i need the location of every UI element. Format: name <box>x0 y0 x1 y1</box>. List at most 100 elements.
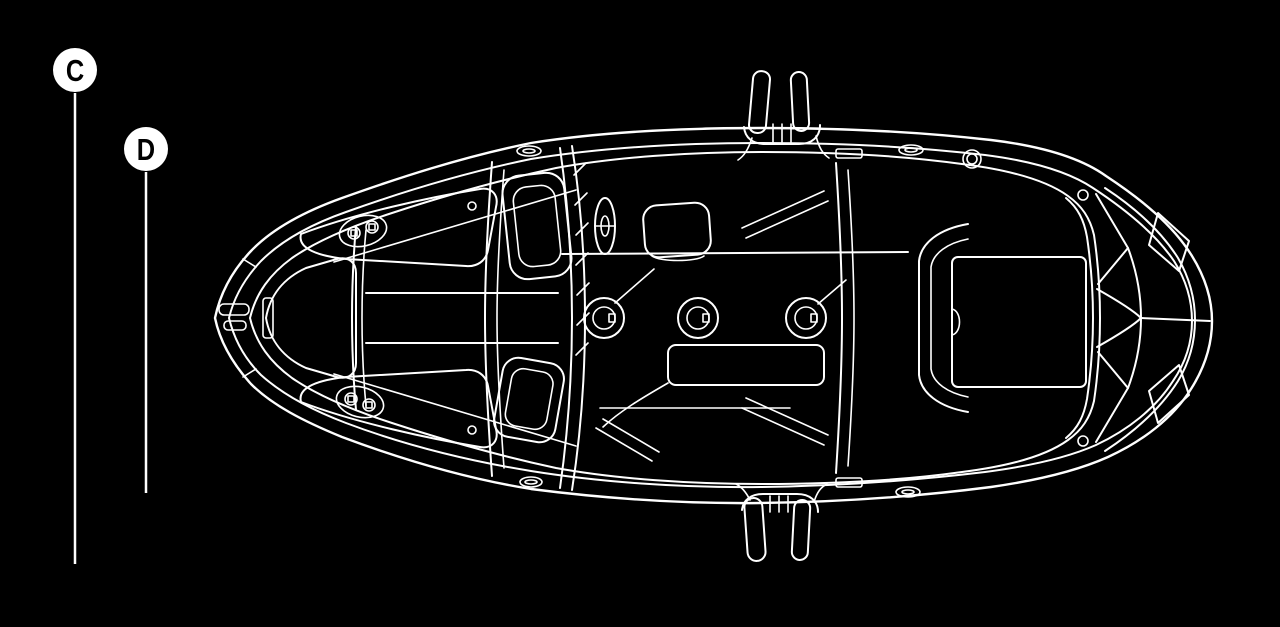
deck-fitting-small-top <box>467 201 477 211</box>
platform-mid-rib <box>1127 247 1142 389</box>
rear-bench-front-a <box>835 162 843 474</box>
pedestal-2-key <box>702 313 710 323</box>
bow-cushion-port <box>299 368 498 449</box>
seat-pedestals <box>583 268 847 339</box>
ladder-bottom-prong-left <box>743 497 767 562</box>
aft-deck-plate-bottom <box>835 477 863 488</box>
cleat-slot-starboard-2 <box>368 223 376 231</box>
gunwale-oval-bottom-inner <box>524 479 538 485</box>
pedestal-1-inner <box>592 306 616 330</box>
boarding-ladder-bottom <box>735 483 828 562</box>
swim-platform <box>1077 187 1211 452</box>
bow-bulkhead-line-a <box>351 225 357 411</box>
cleat-bolt-port-2 <box>362 398 376 412</box>
bench-wing-top-1 <box>741 190 825 229</box>
platform-brace-chevron-bottom <box>1095 351 1129 443</box>
pedestal-3-inner <box>794 306 818 330</box>
windshield-glass-hatch-6 <box>576 312 590 326</box>
windshield-glass-hatch-1 <box>573 162 587 176</box>
pedestal-3-key <box>810 313 818 323</box>
companion-seat-outline <box>493 356 565 444</box>
rear-bench-front-b <box>847 169 855 467</box>
aft-deck-oval-bottom-inner <box>901 489 915 495</box>
bow-bulkhead-line-b <box>361 229 367 407</box>
cockpit-sole-edge <box>561 251 909 255</box>
aft-deck-oval-top <box>898 144 924 156</box>
cleat-base-port <box>335 385 385 419</box>
cleat-port <box>335 385 385 419</box>
pedestal-2-inner <box>686 306 710 330</box>
cleat-bolt-port-1 <box>344 392 358 406</box>
locker-corner-sweep <box>602 382 669 428</box>
engine-hatch-handle <box>951 308 961 336</box>
bow-details <box>218 187 577 449</box>
transom-line <box>1065 197 1094 439</box>
platform-cutout-bottom <box>1148 364 1190 424</box>
ladder-bottom-crossbar <box>741 493 819 513</box>
platform-fitting-bottom <box>1077 435 1089 447</box>
windshield-glass-hatch-4 <box>575 252 589 266</box>
callout-c-label: C <box>66 54 84 89</box>
bow-eye-upper <box>218 303 250 316</box>
aft-deck-oval-bottom <box>895 486 921 498</box>
fuel-fill-cap-inner <box>966 153 978 165</box>
platform-brace-chevron-top <box>1095 193 1129 285</box>
ladder-top-prong-right <box>789 71 811 132</box>
helm-seat-outline <box>501 171 573 281</box>
console-step-line-b <box>496 169 505 469</box>
hull-rub-rail-line <box>228 142 1193 489</box>
pedestal-1-strut <box>614 268 655 304</box>
cleat-slot-starboard-1 <box>350 229 358 237</box>
engine-hatch <box>951 256 1087 388</box>
ladder-bottom-foot-right <box>813 483 828 503</box>
anchor-locker-latch <box>262 297 274 339</box>
boat-top-view-drawing <box>213 70 1214 562</box>
bow-cushion-center <box>265 257 357 379</box>
platform-center-brace <box>1140 317 1211 322</box>
cleat-slot-port-2 <box>365 401 373 409</box>
companion-seat-cushion <box>504 367 554 431</box>
console-base-diag-1 <box>595 427 653 462</box>
fuel-fill-cap-outer <box>962 149 982 169</box>
platform-center-chevron <box>1096 288 1142 348</box>
console-step-line-a <box>484 161 493 477</box>
cleat-starboard <box>338 214 388 248</box>
cockpit-table-outline <box>642 201 712 259</box>
stern-area <box>516 144 1087 498</box>
bow-eye-lower <box>223 320 247 331</box>
callout-d-circle[interactable] <box>124 127 168 171</box>
console-base-diag-2 <box>602 418 660 453</box>
deck-fitting-small-bottom <box>467 425 477 435</box>
stern-seat-back-inner <box>930 238 969 398</box>
bench-wing-bottom-2 <box>745 397 829 436</box>
cleat-slot-port-1 <box>347 395 355 403</box>
ladder-top-prong-left <box>747 70 772 134</box>
helm-seat-cushion <box>512 184 562 268</box>
callout-d[interactable]: D <box>124 127 168 493</box>
callout-c[interactable]: C <box>53 48 97 564</box>
aft-deck-oval-top-inner <box>904 147 918 153</box>
cockpit-locker-hatch <box>667 344 825 386</box>
aft-deck-plate-top <box>835 148 863 159</box>
grab-rail-starboard <box>333 189 577 263</box>
ladder-top-foot-left <box>737 137 753 161</box>
platform-fitting-top <box>1077 189 1089 201</box>
gunwale-oval-top-inner <box>522 148 536 154</box>
pedestal-2-outer <box>677 297 719 339</box>
platform-cutout-top <box>1148 212 1190 272</box>
windshield-glass-hatch-3 <box>575 222 589 236</box>
bow-cushion-starboard <box>299 187 498 268</box>
cleat-base-starboard <box>338 214 388 248</box>
ladder-bottom-foot-left <box>735 483 751 501</box>
ladder-top-crossbar <box>743 124 821 145</box>
windshield-glass-hatch-7 <box>575 342 589 356</box>
cleat-bolt-starboard-1 <box>347 226 361 240</box>
boarding-ladder-top <box>737 70 830 161</box>
pedestal-1-key <box>608 313 616 323</box>
stern-seat-back-outer <box>918 223 969 413</box>
cockpit-structure <box>351 161 559 477</box>
cockpit-table-lip <box>651 255 705 262</box>
callout-c-circle[interactable] <box>53 48 97 92</box>
